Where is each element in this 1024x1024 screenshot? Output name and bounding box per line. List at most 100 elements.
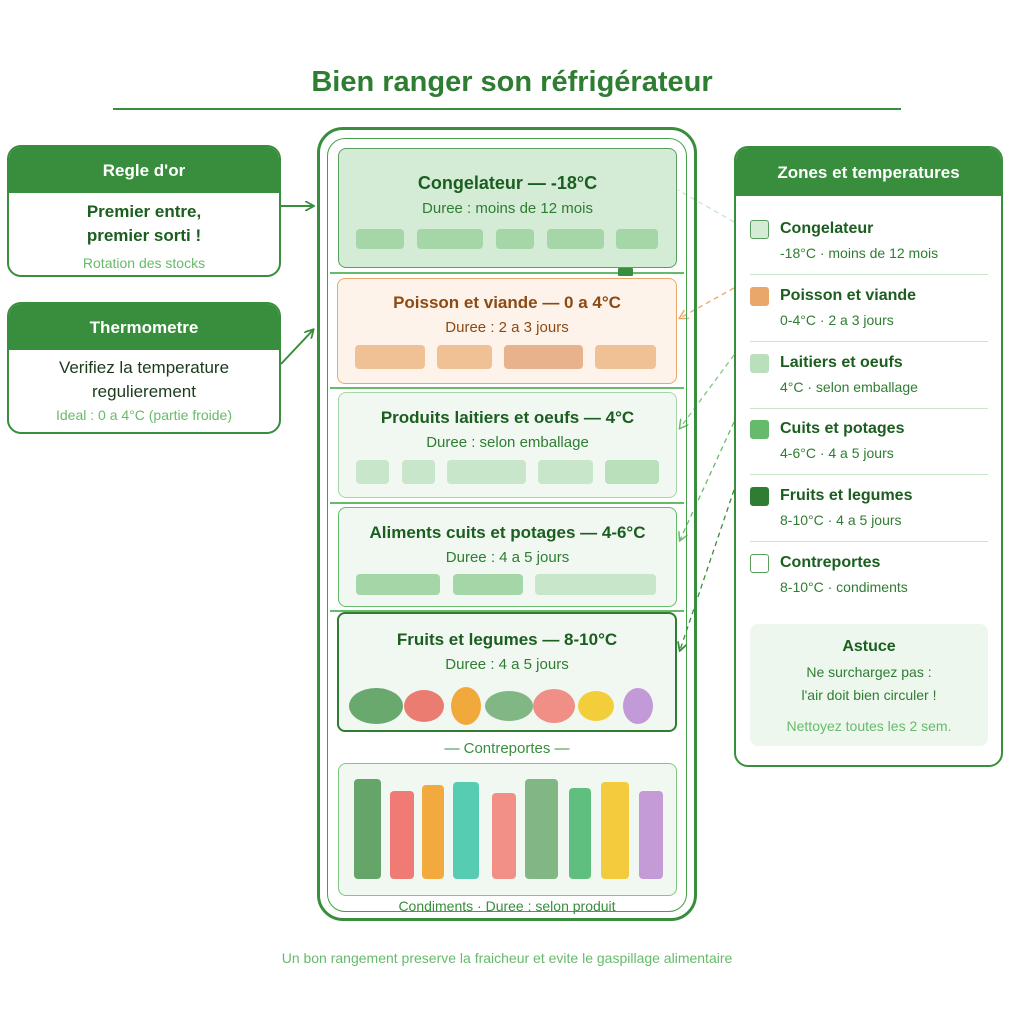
legend-desc: -18°C · moins de 12 mois — [780, 245, 939, 261]
fridge-separator — [330, 272, 684, 274]
door-shelves-note: Condiments · Duree : selon produit — [398, 898, 616, 914]
fridge-separator — [330, 502, 684, 504]
freezer-box — [616, 229, 658, 249]
condiment-bottle — [601, 782, 629, 879]
legend-desc: 8-10°C · 4 a 5 jours — [780, 512, 902, 528]
legend-name: Fruits et legumes — [780, 487, 913, 504]
fridge-outer-frame — [317, 127, 697, 921]
freezer-box — [547, 229, 604, 249]
zone-cooked: Aliments cuits et potages — 4-6°C Duree … — [338, 507, 677, 607]
dairy-item — [402, 460, 435, 484]
legend-divider — [750, 541, 988, 542]
tip-box: Astuce Ne surchargez pas : l'air doit bi… — [750, 624, 988, 746]
legend-divider — [750, 474, 988, 475]
zone-cooked-title: Aliments cuits et potages — 4-6°C — [369, 523, 646, 542]
arrow-cooked — [680, 421, 735, 540]
legend-swatch-icon — [750, 487, 769, 506]
freezer-box — [417, 229, 483, 249]
legend-desc: 4°C · selon emballage — [780, 379, 918, 395]
zone-door-shelves — [338, 763, 677, 896]
zone-freezer: Congelateur — -18°C Duree : moins de 12 … — [338, 148, 677, 268]
condiment-bottle — [453, 782, 479, 879]
dairy-item — [605, 460, 659, 484]
meat-tray — [504, 345, 583, 369]
thermometer-header: Thermometre — [9, 304, 279, 350]
tip-line2: l'air doit bien circuler ! — [801, 687, 937, 703]
zone-meat-duration: Duree : 2 a 3 jours — [445, 319, 569, 336]
arrow-dairy — [680, 354, 735, 428]
zone-dairy: Produits laitiers et oeufs — 4°C Duree :… — [338, 392, 677, 498]
condiment-bottle — [639, 791, 663, 879]
arrow-thermometer — [280, 330, 313, 365]
legend-name: Poisson et viande — [780, 287, 917, 304]
fridge-inner-frame — [327, 138, 687, 912]
meat-tray — [355, 345, 425, 369]
fruit-shape — [623, 688, 653, 724]
fruit-shape — [404, 690, 444, 722]
thermometer-card: Thermometre Verifiez la temperature regu… — [7, 302, 281, 434]
freezer-handle — [618, 268, 633, 276]
zone-fruits-vegetables: Fruits et legumes — 8-10°C Duree : 4 a 5… — [337, 612, 677, 732]
zone-veg-duration: Duree : 4 a 5 jours — [445, 656, 569, 673]
thermometer-line1: Verifiez la temperature — [58, 358, 230, 377]
legend-name: Contreportes — [780, 554, 881, 571]
door-shelves-label: — Contreportes — — [444, 740, 570, 757]
condiment-bottle — [492, 793, 516, 879]
fridge-separator — [330, 610, 684, 612]
thermometer-note: Ideal : 0 a 4°C (partie froide) — [55, 407, 233, 423]
legend-divider — [750, 341, 988, 342]
legend-name: Laitiers et oeufs — [780, 354, 903, 371]
dairy-item — [356, 460, 389, 484]
legend-desc: 4-6°C · 4 a 5 jours — [780, 445, 894, 461]
fridge-separator — [330, 387, 684, 389]
zone-freezer-duration: Duree : moins de 12 mois — [422, 200, 593, 217]
legend-swatch-icon — [750, 220, 769, 239]
cooked-container — [535, 574, 656, 595]
condiment-bottle — [525, 779, 558, 879]
zone-meat-title: Poisson et viande — 0 a 4°C — [393, 293, 621, 312]
vegetable-shape — [485, 691, 533, 721]
footer-note: Un bon rangement preserve la fraicheur e… — [281, 950, 733, 966]
fruit-shape — [578, 691, 614, 721]
legend-swatch-icon — [750, 554, 769, 573]
arrow-meat — [680, 287, 735, 318]
tip-title: Astuce — [842, 638, 896, 655]
zone-cooked-duration: Duree : 4 a 5 jours — [445, 549, 570, 566]
freezer-box — [496, 229, 534, 249]
cooked-container — [356, 574, 440, 595]
fruit-shape — [533, 689, 575, 723]
meat-tray — [437, 345, 492, 369]
zone-dairy-duration: Duree : selon emballage — [426, 434, 589, 451]
legend-swatch-icon — [750, 420, 769, 439]
vegetable-shape — [349, 688, 403, 724]
dairy-item — [447, 460, 526, 484]
freezer-box — [356, 229, 404, 249]
golden-rule-line2: premier sorti ! — [86, 226, 202, 245]
legend-desc: 8-10°C · condiments — [780, 579, 908, 595]
arrow-freezer — [677, 189, 735, 223]
dairy-item — [538, 460, 593, 484]
tip-line1: Ne surchargez pas : — [806, 664, 932, 680]
legend-divider — [750, 274, 988, 275]
title-divider — [113, 108, 901, 110]
zone-meat-fish: Poisson et viande — 0 a 4°C Duree : 2 a … — [337, 278, 677, 384]
arrow-veg — [680, 489, 735, 650]
condiment-bottle — [354, 779, 381, 879]
zone-dairy-title: Produits laitiers et oeufs — 4°C — [380, 408, 635, 427]
legend-divider — [750, 408, 988, 409]
zones-legend-header: Zones et temperatures — [736, 148, 1001, 196]
legend-name: Cuits et potages — [780, 420, 905, 437]
legend-swatch-icon — [750, 354, 769, 373]
fruit-shape — [451, 687, 481, 725]
tip-note: Nettoyez toutes les 2 sem. — [786, 718, 952, 734]
golden-rule-line1: Premier entre, — [86, 202, 202, 221]
golden-rule-note: Rotation des stocks — [82, 255, 206, 271]
legend-swatch-icon — [750, 287, 769, 306]
page-title: Bien ranger son réfrigérateur — [311, 66, 713, 98]
condiment-bottle — [569, 788, 591, 879]
legend-desc: 0-4°C · 2 a 3 jours — [780, 312, 894, 328]
golden-rule-card: Regle d'or Premier entre, premier sorti … — [7, 145, 281, 277]
legend-name: Congelateur — [780, 220, 874, 237]
thermometer-line2: regulierement — [92, 382, 196, 401]
